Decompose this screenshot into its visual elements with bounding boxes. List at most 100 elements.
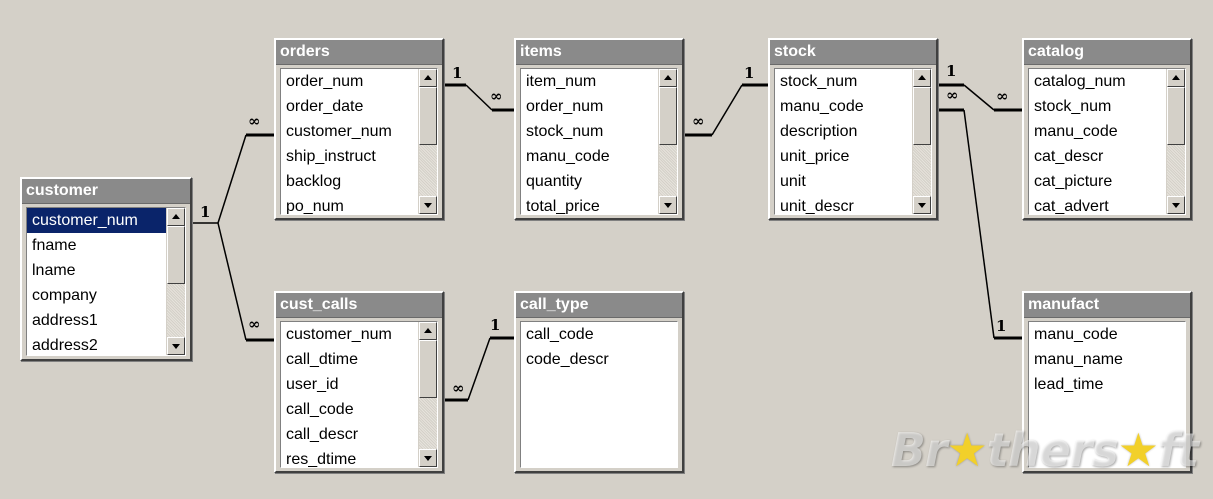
rel-customer-orders-b xyxy=(217,134,247,224)
field-stock-manu_code[interactable]: manu_code xyxy=(780,98,864,115)
table-manufact[interactable]: manufact manu_code manu_name lead_time xyxy=(1022,291,1192,473)
field-cust_calls-res_dtime[interactable]: res_dtime xyxy=(286,451,357,468)
watermark-text-end: ft xyxy=(1157,423,1199,477)
table-stock[interactable]: stock stock_num manu_code description un… xyxy=(768,38,938,220)
scroll-down-arrow-icon[interactable] xyxy=(1167,196,1185,214)
field-orders-order_date[interactable]: order_date xyxy=(286,98,364,115)
field-stock-unit_price[interactable]: unit_price xyxy=(780,148,850,165)
field-list: manu_code manu_name lead_time xyxy=(1029,322,1185,397)
scroll-up-arrow-icon[interactable] xyxy=(419,322,437,340)
scroll-up-arrow-icon[interactable] xyxy=(913,69,931,87)
scroll-thumb[interactable] xyxy=(419,340,437,398)
table-customer[interactable]: customer customer_num fname lname compan… xyxy=(20,177,192,361)
field-catalog-catalog_num[interactable]: catalog_num xyxy=(1034,73,1126,90)
field-catalog-cat_descr[interactable]: cat_descr xyxy=(1034,148,1104,165)
field-call_type-code_descr[interactable]: code_descr xyxy=(526,351,609,368)
scrollbar[interactable] xyxy=(912,69,931,214)
table-call_type-fields[interactable]: call_code code_descr xyxy=(520,321,678,468)
table-orders[interactable]: orders order_num order_date customer_num… xyxy=(274,38,444,220)
field-orders-customer_num[interactable]: customer_num xyxy=(286,123,392,140)
field-orders-ship_instruct[interactable]: ship_instruct xyxy=(286,148,376,165)
scroll-down-arrow-icon[interactable] xyxy=(659,196,677,214)
field-customer-address2[interactable]: address2 xyxy=(32,337,98,354)
table-customer-title[interactable]: customer xyxy=(22,179,190,204)
field-cust_calls-call_descr[interactable]: call_descr xyxy=(286,426,359,443)
field-items-total_price[interactable]: total_price xyxy=(526,198,600,215)
scrollbar[interactable] xyxy=(658,69,677,214)
scrollbar[interactable] xyxy=(418,322,437,467)
field-customer-customer_num[interactable]: customer_num xyxy=(27,208,166,233)
field-catalog-cat_picture[interactable]: cat_picture xyxy=(1034,173,1113,190)
field-orders-po_num[interactable]: po_num xyxy=(286,198,344,215)
field-list: customer_num fname lname company address… xyxy=(27,208,166,355)
scroll-thumb[interactable] xyxy=(659,87,677,145)
field-items-item_num[interactable]: item_num xyxy=(526,73,597,90)
table-items[interactable]: items item_num order_num stock_num manu_… xyxy=(514,38,684,220)
field-catalog-manu_code[interactable]: manu_code xyxy=(1034,123,1118,140)
scroll-down-arrow-icon[interactable] xyxy=(419,449,437,467)
field-stock-stock_num[interactable]: stock_num xyxy=(780,73,858,90)
scrollbar[interactable] xyxy=(1166,69,1185,214)
field-customer-company[interactable]: company xyxy=(32,287,97,304)
field-manufact-manu_name[interactable]: manu_name xyxy=(1034,351,1123,368)
table-stock-title[interactable]: stock xyxy=(770,40,936,65)
scroll-thumb[interactable] xyxy=(167,226,185,284)
field-items-stock_num[interactable]: stock_num xyxy=(526,123,604,140)
table-items-title[interactable]: items xyxy=(516,40,682,65)
table-stock-fields[interactable]: stock_num manu_code description unit_pri… xyxy=(774,68,932,215)
field-cust_calls-user_id[interactable]: user_id xyxy=(286,376,339,393)
scroll-up-arrow-icon[interactable] xyxy=(167,208,185,226)
table-cust_calls-fields[interactable]: customer_num call_dtime user_id call_cod… xyxy=(280,321,438,468)
scroll-up-arrow-icon[interactable] xyxy=(659,69,677,87)
table-manufact-title[interactable]: manufact xyxy=(1024,293,1190,318)
rel-label-one-orders: 1 xyxy=(452,64,463,82)
field-list: item_num order_num stock_num manu_code q… xyxy=(521,69,658,215)
field-items-quantity[interactable]: quantity xyxy=(526,173,583,190)
field-catalog-stock_num[interactable]: stock_num xyxy=(1034,98,1112,115)
table-orders-title[interactable]: orders xyxy=(276,40,442,65)
scroll-thumb[interactable] xyxy=(1167,87,1185,145)
scrollbar[interactable] xyxy=(166,208,185,355)
table-cust_calls[interactable]: cust_calls customer_num call_dtime user_… xyxy=(274,291,444,473)
scroll-thumb[interactable] xyxy=(419,87,437,145)
field-orders-backlog[interactable]: backlog xyxy=(286,173,342,190)
table-orders-fields[interactable]: order_num order_date customer_num ship_i… xyxy=(280,68,438,215)
field-cust_calls-customer_num[interactable]: customer_num xyxy=(286,326,392,343)
field-cust_calls-call_code[interactable]: call_code xyxy=(286,401,354,418)
table-catalog-title[interactable]: catalog xyxy=(1024,40,1190,65)
rel-stock-catalog-b xyxy=(963,84,995,111)
field-customer-fname[interactable]: fname xyxy=(32,237,77,254)
field-call_type-call_code[interactable]: call_code xyxy=(526,326,594,343)
field-cust_calls-call_dtime[interactable]: call_dtime xyxy=(286,351,359,368)
table-customer-fields[interactable]: customer_num fname lname company address… xyxy=(26,207,186,356)
field-stock-description[interactable]: description xyxy=(780,123,858,140)
scroll-down-arrow-icon[interactable] xyxy=(167,337,185,355)
scroll-down-arrow-icon[interactable] xyxy=(913,196,931,214)
rel-label-many-catalog: ∞ xyxy=(996,87,1009,105)
field-items-order_num[interactable]: order_num xyxy=(526,98,604,115)
field-items-manu_code[interactable]: manu_code xyxy=(526,148,610,165)
table-cust_calls-title[interactable]: cust_calls xyxy=(276,293,442,318)
table-catalog-fields[interactable]: catalog_num stock_num manu_code cat_desc… xyxy=(1028,68,1186,215)
star-icon: ★ xyxy=(1117,423,1159,477)
table-items-fields[interactable]: item_num order_num stock_num manu_code q… xyxy=(520,68,678,215)
field-customer-lname[interactable]: lname xyxy=(32,262,76,279)
table-manufact-fields[interactable]: manu_code manu_name lead_time xyxy=(1028,321,1186,468)
rel-label-many-custcalls: ∞ xyxy=(248,315,261,333)
table-call_type-title[interactable]: call_type xyxy=(516,293,682,318)
scroll-up-arrow-icon[interactable] xyxy=(1167,69,1185,87)
field-stock-unit_descr[interactable]: unit_descr xyxy=(780,198,854,215)
field-manufact-manu_code[interactable]: manu_code xyxy=(1034,326,1118,343)
field-customer-address1[interactable]: address1 xyxy=(32,312,98,329)
field-orders-order_num[interactable]: order_num xyxy=(286,73,364,90)
scroll-up-arrow-icon[interactable] xyxy=(419,69,437,87)
rel-label-one-manufact: 1 xyxy=(996,317,1007,335)
field-catalog-cat_advert[interactable]: cat_advert xyxy=(1034,198,1109,215)
scroll-thumb[interactable] xyxy=(913,87,931,145)
table-catalog[interactable]: catalog catalog_num stock_num manu_code … xyxy=(1022,38,1192,220)
scrollbar[interactable] xyxy=(418,69,437,214)
scroll-down-arrow-icon[interactable] xyxy=(419,196,437,214)
field-stock-unit[interactable]: unit xyxy=(780,173,806,190)
table-call_type[interactable]: call_type call_code code_descr xyxy=(514,291,684,473)
field-manufact-lead_time[interactable]: lead_time xyxy=(1034,376,1104,393)
